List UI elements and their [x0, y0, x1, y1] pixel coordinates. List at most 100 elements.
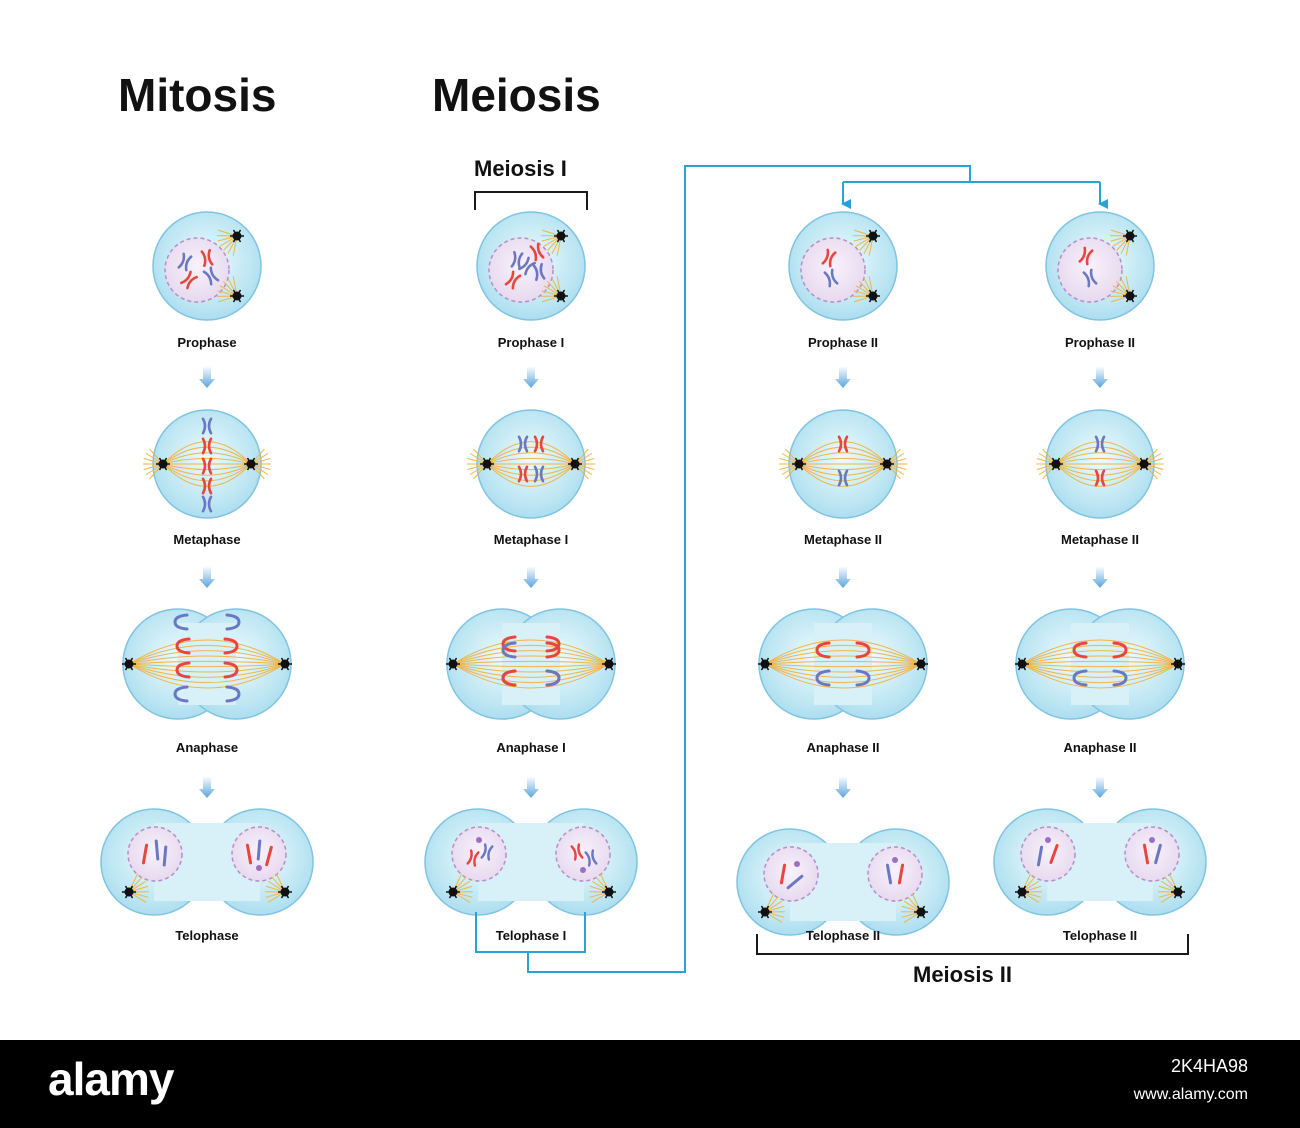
chromatid	[175, 661, 191, 679]
cell-division-diagram	[100, 165, 1207, 973]
spindle-fiber	[162, 446, 252, 465]
nucleolus	[794, 861, 800, 867]
anaphase-cell	[758, 608, 928, 720]
spindle-fiber	[162, 452, 252, 465]
chromosome	[466, 849, 480, 867]
spindle-fiber	[764, 663, 922, 684]
chromosome	[201, 437, 213, 455]
stage-label-anaphase: Anaphase	[175, 740, 239, 755]
chromosome	[837, 469, 849, 487]
stage-label-telophase-1: Telophase I	[495, 928, 567, 943]
chromatid	[1049, 844, 1059, 864]
chromatid	[501, 669, 517, 687]
stage-label-anaphase-1: Anaphase I	[496, 740, 566, 755]
chromosome	[480, 843, 494, 861]
spindle-fiber	[764, 644, 922, 665]
chromatid	[1112, 669, 1128, 687]
watermark-url: www.alamy.com	[1133, 1086, 1248, 1103]
nucleus	[1020, 826, 1076, 882]
chromatid	[855, 641, 871, 659]
chromatid	[175, 637, 191, 655]
chromatid	[1072, 669, 1088, 687]
watermark-banner	[0, 1040, 1300, 1128]
chromatid	[885, 863, 893, 885]
spindle-fiber	[798, 463, 888, 476]
nucleolus	[1149, 837, 1155, 843]
chromatid	[225, 613, 241, 631]
chromatid	[1036, 845, 1044, 867]
down-arrow-icon	[199, 566, 215, 588]
spindle-fiber	[162, 441, 252, 465]
chromatid	[897, 863, 905, 885]
spindle-fiber	[798, 452, 888, 465]
spindle-fiber	[452, 663, 610, 678]
spindle-fiber	[486, 463, 576, 482]
down-arrow-icon	[835, 566, 851, 588]
chromatid	[223, 637, 239, 655]
nucleolus	[476, 837, 482, 843]
chromatid	[779, 863, 787, 885]
metaphase-cell	[779, 409, 907, 519]
spindle-fiber	[128, 644, 286, 665]
chromatid	[265, 845, 273, 867]
stage-label-telophase: Telophase	[175, 928, 239, 943]
chromosome	[823, 268, 839, 288]
spindle-fiber	[486, 463, 576, 471]
telophase-cell	[993, 808, 1207, 916]
chromatid	[225, 685, 241, 703]
chromatid	[141, 843, 149, 865]
stage-label-prophase-2-right: Prophase II	[1064, 335, 1136, 350]
chromosome	[821, 248, 837, 268]
spindle-fiber	[128, 660, 286, 665]
nucleolus	[256, 865, 262, 871]
spindle-fiber	[1021, 663, 1179, 684]
nucleus	[127, 826, 183, 882]
chromosome	[200, 248, 214, 268]
chromosome	[1078, 246, 1094, 266]
chromosome	[1082, 268, 1098, 288]
chromosome	[201, 457, 213, 475]
spindle-fiber	[486, 452, 576, 465]
chromosome	[533, 435, 545, 453]
spindle-fiber	[128, 663, 286, 668]
alamy-logo: alamy	[48, 1053, 174, 1105]
chromatid	[1072, 641, 1088, 659]
nucleus	[555, 826, 611, 882]
spindle-fiber	[486, 441, 576, 465]
chromosome	[180, 270, 198, 290]
image-id: 2K4HA98	[1170, 1056, 1248, 1076]
telophase-cell	[424, 808, 638, 916]
stage-label-metaphase-2-left: Metaphase II	[803, 532, 883, 547]
spindle-fiber	[162, 463, 252, 482]
spindle-fiber	[798, 463, 888, 471]
chromatid	[855, 669, 871, 687]
chromosome	[517, 465, 529, 483]
chromosome	[202, 266, 220, 286]
chromatid	[545, 669, 561, 687]
stage-label-metaphase-1: Metaphase I	[493, 532, 569, 547]
spindle-fiber	[486, 457, 576, 465]
spindle-fiber	[1021, 663, 1179, 673]
down-arrow-icon	[835, 366, 851, 388]
spindle-fiber	[1021, 663, 1179, 668]
chromatid	[162, 845, 168, 867]
spindle-fiber	[764, 663, 922, 668]
meiosis-1-heading: Meiosis I	[474, 156, 567, 181]
spindle-fiber	[798, 457, 888, 465]
spindle-fiber	[1055, 441, 1145, 465]
down-arrow-icon	[1092, 776, 1108, 798]
spindle-fiber	[452, 663, 610, 689]
spindle-fiber	[764, 660, 922, 665]
chromatid	[154, 839, 160, 861]
chromatid	[501, 641, 517, 659]
chromosome	[201, 495, 213, 513]
stage-label-anaphase-2-right: Anaphase II	[1063, 740, 1137, 755]
spindle-fiber	[1055, 446, 1145, 465]
prophase-cell	[1045, 211, 1155, 321]
spindle-fiber	[764, 663, 922, 673]
spindle-fiber	[1021, 639, 1179, 665]
chromatid	[545, 635, 561, 653]
spindle-fiber	[798, 463, 888, 482]
chromosome	[1094, 435, 1106, 453]
